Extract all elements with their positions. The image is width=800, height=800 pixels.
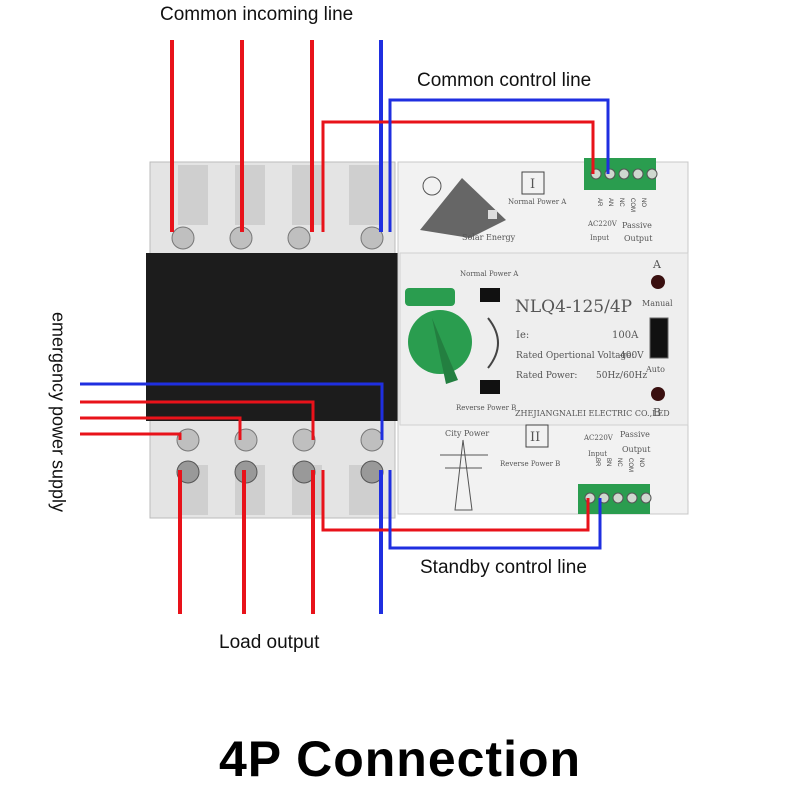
top-ac-text: AC220V bbox=[587, 220, 618, 228]
manual-text: Manual bbox=[642, 299, 673, 308]
normal-power-a-top: Normal Power A bbox=[508, 198, 567, 206]
indicator-a-text: A bbox=[652, 258, 662, 271]
voltage-label: Rated Opertional Voltage: bbox=[516, 351, 635, 361]
power-label: Rated Power: bbox=[516, 371, 577, 381]
ie-label: Ie: bbox=[516, 330, 529, 341]
terminal-label: BR bbox=[594, 458, 600, 467]
power-value: 50Hz/60Hz bbox=[596, 371, 647, 381]
selector-knob[interactable] bbox=[405, 288, 472, 384]
city-power-text: City Power bbox=[445, 429, 489, 438]
auto-text: Auto bbox=[645, 365, 665, 374]
voltage-value: 400V bbox=[620, 351, 644, 361]
black-panel bbox=[146, 253, 401, 421]
diagram-title: 4P Connection bbox=[218, 731, 582, 787]
roman-one: I bbox=[530, 177, 535, 192]
manual-auto-switch bbox=[649, 317, 669, 359]
indicator-a-led bbox=[651, 275, 665, 289]
common-control-wires bbox=[321, 98, 610, 232]
terminal-label: COM bbox=[627, 458, 633, 472]
emergency-supply-wires bbox=[80, 382, 384, 440]
model-text: NLQ4-125/4P bbox=[515, 297, 632, 317]
solar-energy-text: Solar Energy bbox=[462, 233, 516, 242]
terminal-label: COM bbox=[629, 198, 635, 212]
top-terminal-labels: AR AN NC COM NO bbox=[596, 198, 646, 212]
common-incoming-line-label: Common incoming line bbox=[160, 4, 354, 25]
top-input-text: Input bbox=[590, 234, 609, 242]
reverse-power-slot bbox=[480, 380, 500, 394]
terminal-label: NO bbox=[638, 458, 644, 467]
top-output-text: Output bbox=[624, 234, 653, 243]
top-screw-terminals bbox=[171, 226, 384, 250]
normal-power-a-panel: Normal Power A bbox=[460, 270, 519, 278]
standby-control-line-label: Standby control line bbox=[420, 557, 587, 578]
top-passive-text: Passive bbox=[622, 221, 652, 230]
bottom-terminal-labels: BR BN NC COM NO bbox=[594, 458, 644, 472]
common-control-line-label: Common control line bbox=[417, 70, 592, 91]
emergency-power-supply-label: emergency power supply bbox=[48, 311, 69, 513]
terminal-label: AR bbox=[596, 198, 602, 207]
reverse-power-b-panel: Reverse Power B bbox=[456, 404, 516, 412]
load-output-label: Load output bbox=[219, 632, 320, 653]
power-pylon-icon bbox=[440, 439, 488, 511]
indicator-b-led bbox=[651, 387, 665, 401]
terminal-label: AN bbox=[607, 198, 613, 206]
ie-value: 100A bbox=[612, 330, 639, 341]
solar-panel-icon bbox=[420, 176, 506, 238]
common-incoming-wires bbox=[170, 40, 383, 232]
terminal-label: NC bbox=[616, 458, 622, 467]
bottom-output-text: Output bbox=[622, 445, 651, 454]
bottom-ac-text: AC220V bbox=[583, 434, 614, 442]
load-output-wires bbox=[178, 470, 383, 614]
bottom-passive-text: Passive bbox=[620, 430, 650, 439]
indicator-b-text: B bbox=[653, 406, 661, 419]
reverse-power-b-bottom: Reverse Power B bbox=[500, 460, 560, 468]
roman-two: II bbox=[530, 430, 540, 445]
normal-power-slot bbox=[480, 288, 500, 302]
bottom-input-text: Input bbox=[588, 450, 607, 458]
terminal-label: BN bbox=[605, 458, 611, 466]
terminal-label: NO bbox=[640, 198, 646, 207]
terminal-label: NC bbox=[618, 198, 624, 207]
manufacturer-text: ZHEJIANGNALEI ELECTRIC CO.,LED bbox=[515, 409, 670, 418]
standby-control-wires bbox=[321, 470, 602, 550]
